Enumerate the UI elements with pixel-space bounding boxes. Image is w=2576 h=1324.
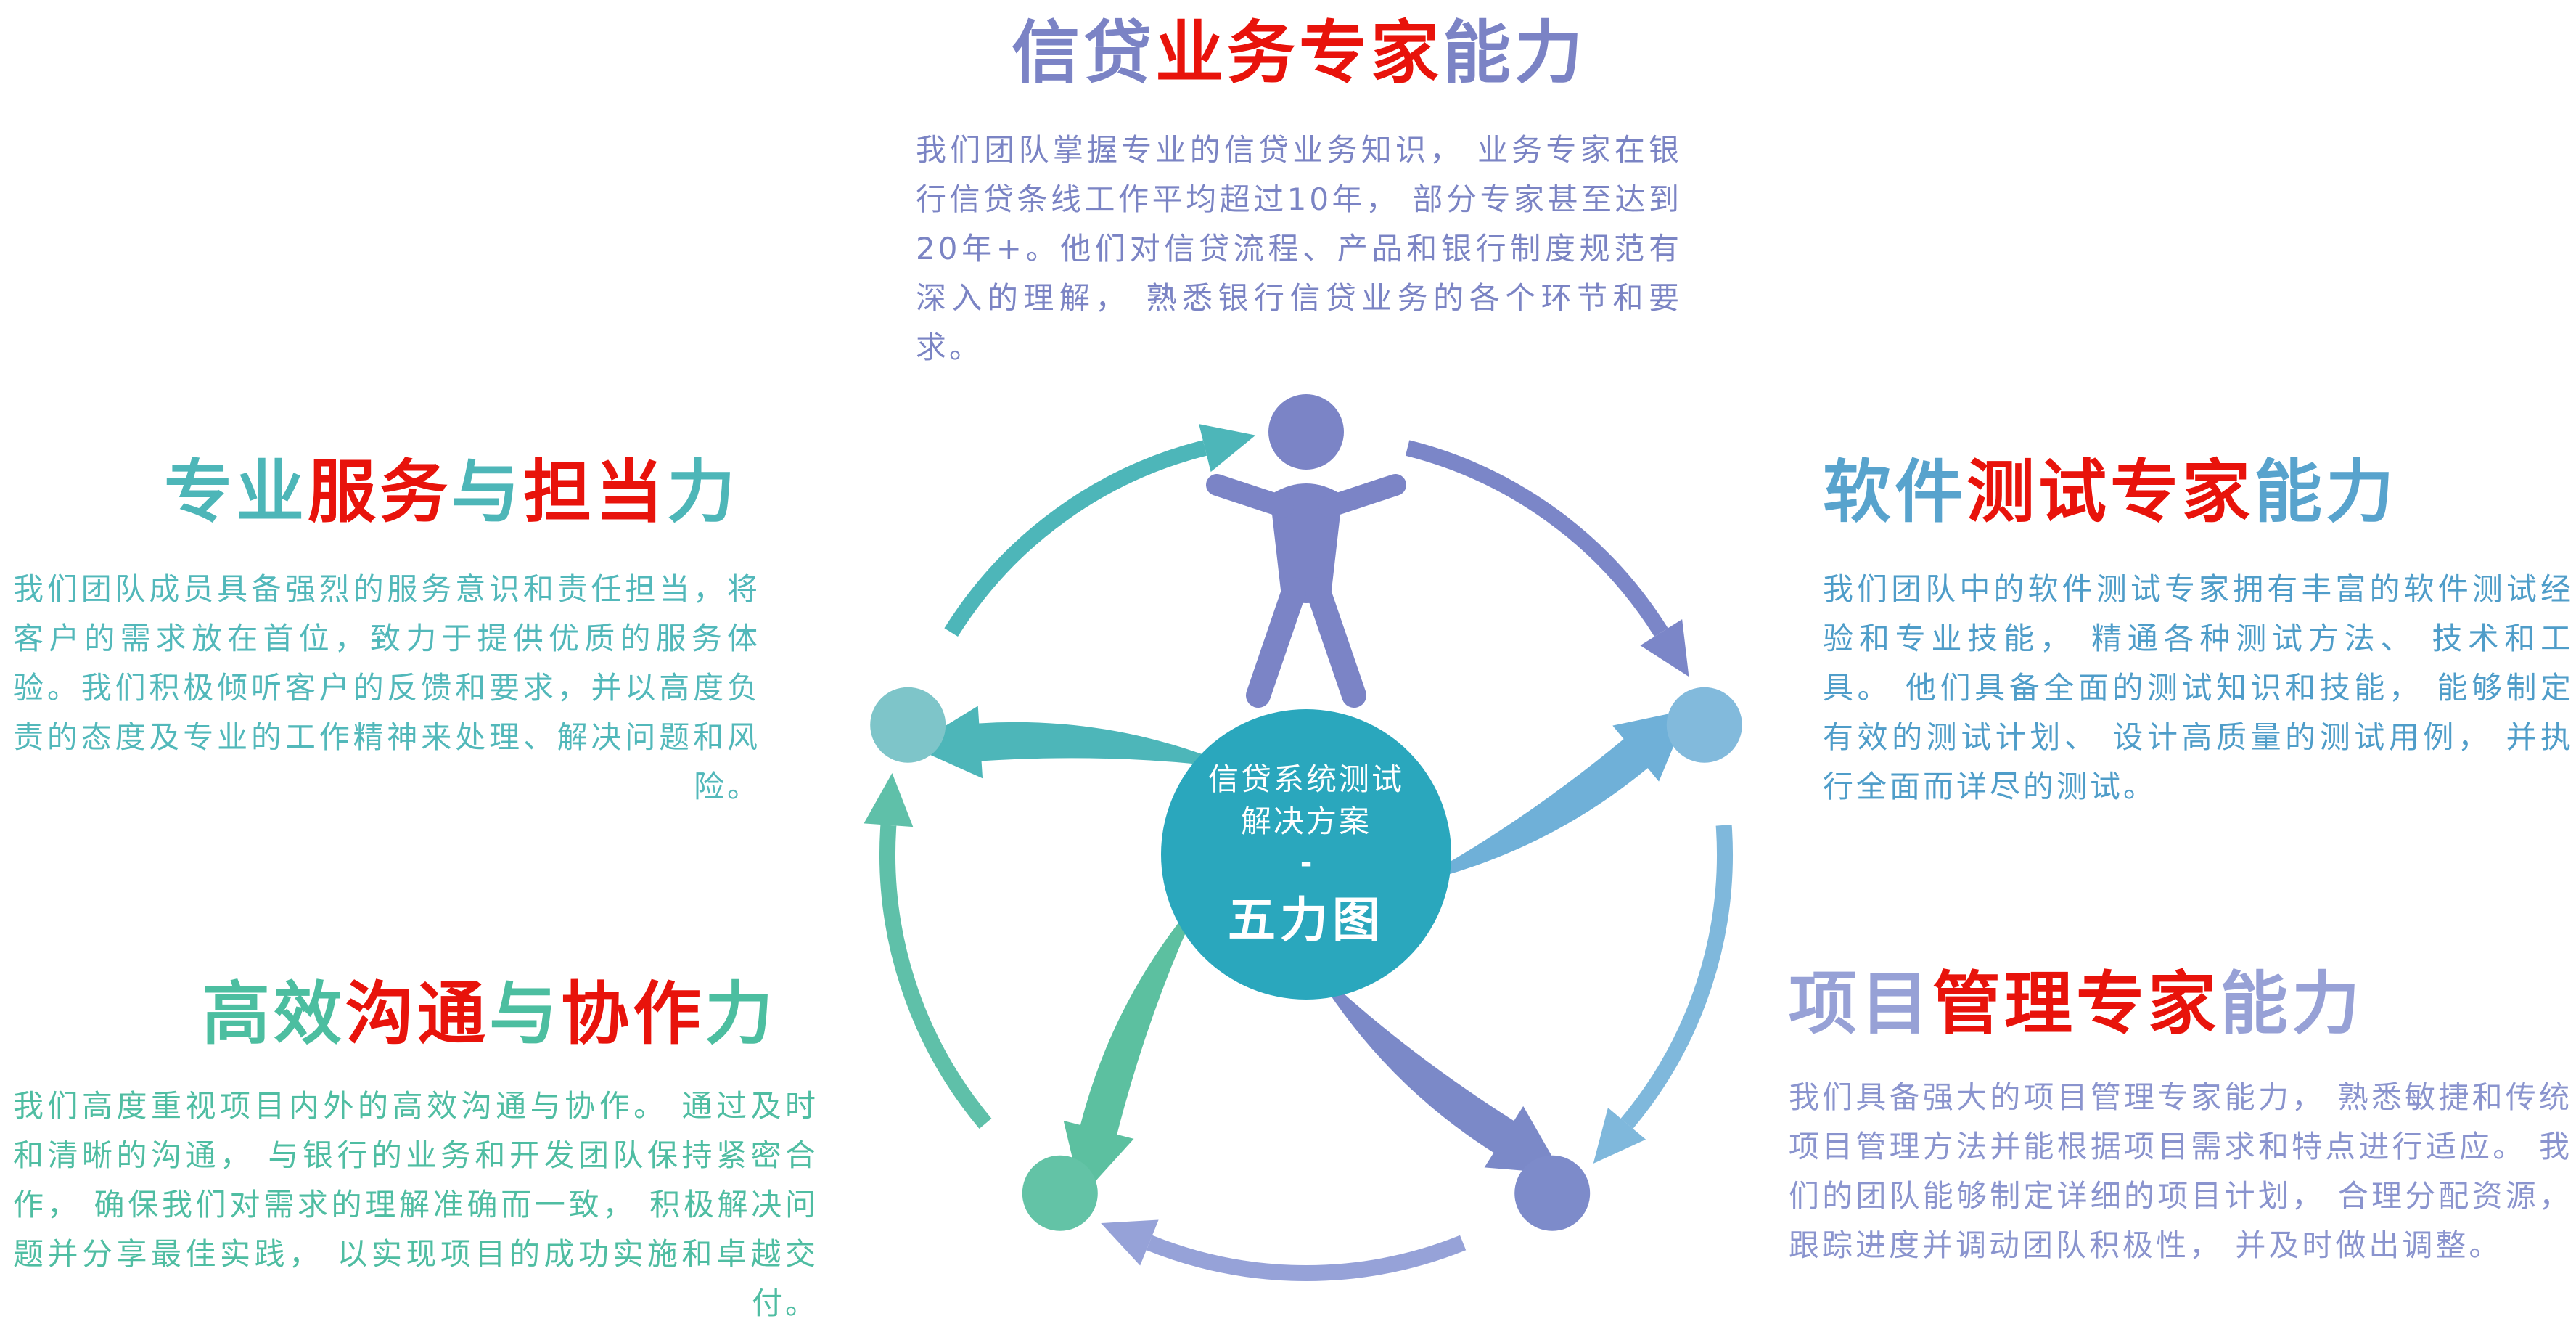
heading-part: 力 <box>667 453 739 532</box>
node-dot-project-management <box>1514 1155 1591 1231</box>
heading-part: 能力 <box>1443 14 1587 93</box>
heading-part: 信贷 <box>1011 14 1155 93</box>
node-dot-service <box>870 687 946 763</box>
section-communication-collaboration: 高效沟通与协作力 我们高度重视项目内外的高效沟通与协作。 通过及时和清晰的沟通，… <box>13 975 819 1324</box>
center-arrow-communication <box>1063 916 1192 1197</box>
body-professional-service: 我们团队成员具备强烈的服务意识和责任担当，将客户的需求放在首位，致力于提供优质的… <box>13 571 760 805</box>
center-arrow-service <box>911 706 1210 779</box>
center-title-line2: 解决方案 <box>1241 804 1371 839</box>
center-label: 五力图 <box>1228 892 1385 948</box>
heading-project-management-expert: 项目管理专家能力 <box>1789 965 2572 1044</box>
center-dash: - <box>1300 846 1313 880</box>
heading-part: 管理专家 <box>1932 965 2220 1044</box>
body-communication-collaboration: 我们高度重视项目内外的高效沟通与协作。 通过及时和清晰的沟通， 与银行的业务和开… <box>13 1088 819 1322</box>
cycle-arrow-service-to-credit <box>944 440 1207 637</box>
node-dot-software-testing <box>1666 687 1742 763</box>
cycle-arrowhead-service-to-credit <box>1199 424 1256 473</box>
center-arrow-software-testing <box>1436 709 1689 877</box>
center-arrow-project-management <box>1326 983 1562 1174</box>
section-software-testing-expert: 软件测试专家能力 我们团队中的软件测试专家拥有丰富的软件测试经验和专业技能， 精… <box>1823 453 2574 812</box>
heading-part: 担当 <box>523 453 668 532</box>
cycle-arrow-management-to-communication <box>1146 1235 1467 1281</box>
heading-professional-service: 专业服务与担当力 <box>13 453 760 532</box>
section-professional-service: 专业服务与担当力 我们团队成员具备强烈的服务意识和责任担当，将客户的需求放在首位… <box>13 453 760 812</box>
cycle-arrow-testing-to-management <box>1620 825 1733 1129</box>
heading-part: 高效 <box>202 975 346 1054</box>
cycle-arrowhead-credit-to-testing <box>1640 619 1689 677</box>
node-dot-communication <box>1022 1155 1098 1231</box>
cycle-arrow-credit-to-testing <box>1405 440 1668 637</box>
heading-part: 服务 <box>308 453 452 532</box>
heading-software-testing-expert: 软件测试专家能力 <box>1823 453 2574 532</box>
heading-part: 测试专家 <box>1966 453 2255 532</box>
heading-part: 沟通 <box>345 975 490 1054</box>
heading-part: 软件 <box>1823 453 1967 532</box>
heading-part: 力 <box>705 975 777 1054</box>
cycle-arrowhead-communication-to-service <box>864 772 914 828</box>
center-circle <box>1161 709 1451 1000</box>
heading-part: 能力 <box>2254 453 2398 532</box>
section-credit-business-expert: 信贷业务专家能力 我们团队掌握专业的信贷业务知识， 业务专家在银行信贷条线工作平… <box>916 14 1682 372</box>
heading-part: 与 <box>489 975 562 1054</box>
cycle-arrow-communication-to-service <box>879 825 992 1129</box>
person-icon <box>1206 394 1406 708</box>
body-project-management-expert: 我们具备强大的项目管理专家能力， 熟悉敏捷和传统项目管理方法并能根据项目需求和特… <box>1789 1079 2572 1264</box>
heading-part: 项目 <box>1789 965 1933 1044</box>
heading-communication-collaboration: 高效沟通与协作力 <box>13 975 819 1054</box>
heading-part: 协作 <box>561 975 705 1054</box>
body-software-testing-expert: 我们团队中的软件测试专家拥有丰富的软件测试经验和专业技能， 精通各种测试方法、 … <box>1823 571 2574 805</box>
heading-part: 专业 <box>164 453 308 532</box>
section-project-management-expert: 项目管理专家能力 我们具备强大的项目管理专家能力， 熟悉敏捷和传统项目管理方法并… <box>1789 965 2572 1270</box>
body-credit-business-expert: 我们团队掌握专业的信贷业务知识， 业务专家在银行信贷条线工作平均超过10年， 部… <box>916 132 1682 366</box>
cycle-arrowhead-testing-to-management <box>1593 1108 1646 1164</box>
cycle-arrowhead-management-to-communication <box>1101 1219 1159 1266</box>
center-title-line1: 信贷系统测试 <box>1208 761 1404 797</box>
heading-credit-business-expert: 信贷业务专家能力 <box>916 14 1682 93</box>
five-forces-diagram: 信贷系统测试 解决方案 - 五力图 <box>864 394 1742 1281</box>
heading-part: 业务专家 <box>1154 14 1443 93</box>
heading-part: 与 <box>451 453 524 532</box>
heading-part: 能力 <box>2220 965 2364 1044</box>
